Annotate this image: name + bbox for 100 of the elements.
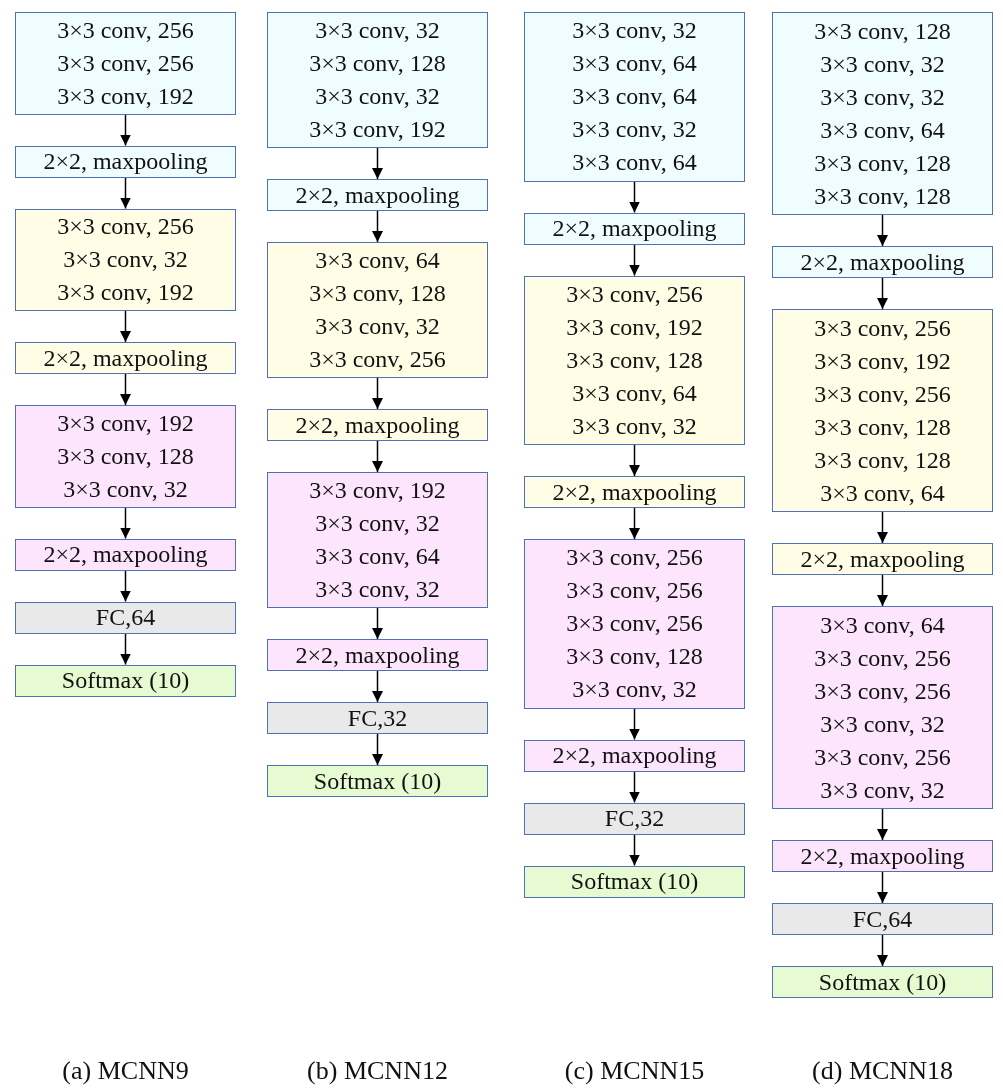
softmax-box [267,765,488,797]
layer-label: 3×3 conv, 64 [572,378,697,408]
arrow [629,243,640,277]
arrow [372,377,383,410]
layer-label: 2×2, maxpooling [800,247,965,277]
maxpooling-box [267,409,488,441]
layer-label: 3×3 conv, 256 [309,345,446,374]
maxpooling-box [15,342,236,374]
layer-label: 3×3 conv, 32 [315,82,440,111]
layer-label: 3×3 conv, 128 [814,445,951,475]
conv-layer-box [772,309,993,512]
layer-label: 3×3 conv, 256 [814,379,951,409]
layer-label: Softmax (10) [61,666,190,695]
layer-label: 3×3 conv, 32 [572,115,697,145]
layer-label: 3×3 conv, 128 [814,148,951,178]
layer-label: 3×3 conv, 64 [820,610,945,640]
layer-label: FC,64 [852,904,913,934]
conv-layer-box [267,242,488,378]
maxpooling-box [772,246,993,278]
arrow [372,440,383,473]
layer-label: 3×3 conv, 256 [57,212,194,242]
conv-layer-box [772,606,993,809]
layer-label: 3×3 conv, 64 [315,246,440,275]
layer-label: 3×3 conv, 32 [820,82,945,112]
arrow [120,373,131,406]
layer-label: 3×3 conv, 192 [309,115,446,144]
arrow [120,113,131,147]
layer-label: 3×3 conv, 256 [814,643,951,673]
subfigure-caption: (b) MCNN12 [307,1056,448,1086]
layer-label: 3×3 conv, 32 [820,709,945,739]
layer-label: 2×2, maxpooling [295,410,460,440]
arrow [372,147,383,180]
maxpooling-box [267,639,488,671]
arrow [877,934,888,967]
arrow [877,574,888,607]
arrow [372,733,383,766]
conv-layer-box [15,12,236,115]
layer-label: 3×3 conv, 192 [57,278,194,308]
layer-label: 3×3 conv, 256 [814,742,951,772]
layer-label: 2×2, maxpooling [800,841,965,871]
layer-label: Softmax (10) [313,766,442,796]
subfigure-caption: (c) MCNN15 [564,1056,705,1086]
arrow [629,707,640,741]
arrow [877,511,888,544]
arrow [877,214,888,247]
layer-label: 3×3 conv, 32 [820,775,945,805]
softmax-box [524,865,745,898]
layer-label: 3×3 conv, 256 [57,15,194,45]
layer-label: 3×3 conv, 128 [814,181,951,211]
subfigure-caption: (d) MCNN18 [812,1056,953,1086]
conv-layer-box [267,12,488,148]
layer-label: 3×3 conv, 64 [820,478,945,508]
layer-label: 3×3 conv, 128 [57,441,194,471]
conv-layer-box [524,539,745,709]
arrow [629,770,640,804]
conv-layer-box [524,12,745,182]
arrow [877,871,888,904]
arrow [629,180,640,214]
layer-label: 3×3 conv, 192 [57,408,194,438]
maxpooling-box [524,739,745,772]
layer-label: 2×2, maxpooling [552,477,717,507]
maxpooling-box [772,840,993,872]
layer-label: Softmax (10) [570,867,699,896]
layer-label: 3×3 conv, 192 [309,476,446,505]
layer-label: 3×3 conv, 128 [309,279,446,308]
layer-label: 3×3 conv, 256 [57,48,194,78]
layer-label: 3×3 conv, 32 [63,474,188,504]
layer-label: 3×3 conv, 192 [57,81,194,111]
layer-label: 3×3 conv, 256 [814,676,951,706]
layer-label: 3×3 conv, 32 [315,509,440,538]
layer-label: 2×2, maxpooling [295,640,460,670]
layer-label: 2×2, maxpooling [43,540,208,569]
layer-label: 3×3 conv, 32 [572,16,697,46]
fc-layer-box [267,702,488,734]
arrow [372,670,383,703]
layer-label: 3×3 conv, 32 [315,312,440,341]
layer-label: FC,64 [95,603,156,632]
layer-label: Softmax (10) [818,967,947,997]
maxpooling-box [524,212,745,245]
fc-layer-box [524,802,745,835]
arrow [120,506,131,540]
layer-label: 3×3 conv, 32 [315,575,440,604]
layer-label: 3×3 conv, 256 [566,609,703,639]
arrow [629,507,640,540]
layer-label: 3×3 conv, 128 [566,345,703,375]
layer-label: 2×2, maxpooling [43,147,208,176]
layer-label: 3×3 conv, 128 [814,16,951,46]
layer-label: 3×3 conv, 256 [566,279,703,309]
layer-label: 3×3 conv, 64 [315,542,440,571]
subfigure-caption: (a) MCNN9 [62,1056,189,1086]
layer-label: 3×3 conv, 32 [572,411,697,441]
layer-label: 3×3 conv, 64 [572,148,697,178]
arrow [877,808,888,841]
layer-label: 3×3 conv, 192 [814,346,951,376]
layer-label: 2×2, maxpooling [800,544,965,574]
layer-label: 3×3 conv, 32 [572,675,697,705]
arrow [120,632,131,666]
arrow [120,569,131,603]
layer-label: 2×2, maxpooling [552,214,717,243]
layer-label: 3×3 conv, 256 [566,543,703,573]
